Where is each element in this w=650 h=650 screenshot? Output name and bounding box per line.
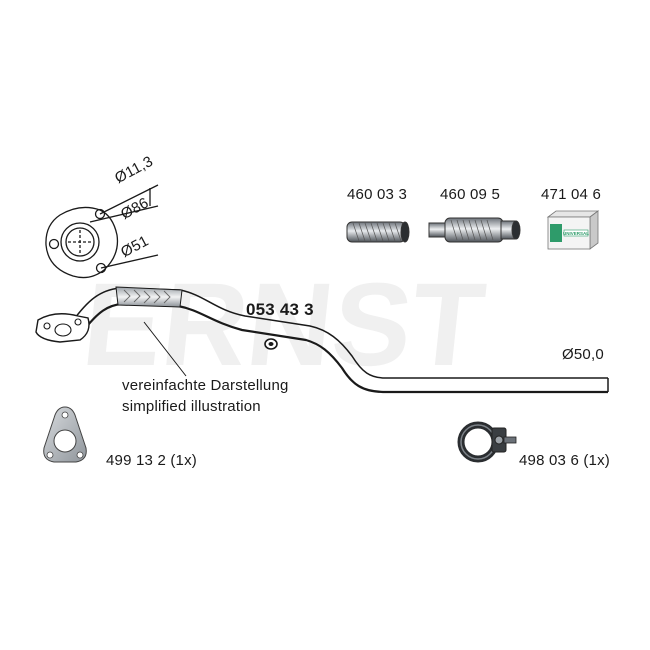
- box-brand-text: UNIVERSAL: [563, 231, 589, 236]
- mounting-kit-box-icon: UNIVERSAL: [546, 210, 600, 250]
- flex-pipe-with-ends-icon: [428, 217, 521, 243]
- note-english: simplified illustration: [122, 398, 261, 415]
- part-number-460-09-5: 460 09 5: [440, 186, 500, 203]
- gasket-part-label: 499 13 2 (1x): [106, 452, 197, 469]
- note-german: vereinfachte Darstellung: [122, 377, 289, 394]
- part-number-471-04-6: 471 04 6: [541, 186, 601, 203]
- main-part-number: 053 43 3: [246, 300, 314, 319]
- clamp-part-label: 498 03 6 (1x): [519, 452, 610, 469]
- flex-pipe-icon: [346, 221, 410, 243]
- gasket-icon: [43, 406, 87, 463]
- part-number-460-03-3: 460 03 3: [347, 186, 407, 203]
- pipe-diameter: Ø50,0: [562, 346, 604, 363]
- pipe-clamp-icon: [457, 421, 517, 463]
